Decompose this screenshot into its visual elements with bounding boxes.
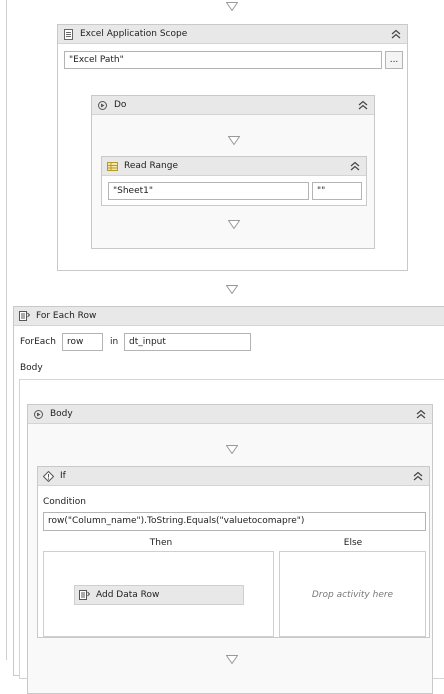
- body-sequence-header[interactable]: Body: [28, 405, 432, 424]
- drop-arrow-icon[interactable]: [226, 2, 238, 11]
- sequence-icon: [97, 100, 108, 111]
- excel-scope-title: Excel Application Scope: [80, 29, 188, 39]
- body-label: Body: [20, 363, 43, 373]
- collapse-chevron-icon[interactable]: [350, 161, 360, 171]
- collapse-chevron-icon[interactable]: [391, 29, 401, 39]
- range-input[interactable]: "": [312, 182, 362, 200]
- then-drop-zone[interactable]: Add Data Row: [43, 551, 274, 637]
- read-range-title: Read Range: [124, 161, 178, 171]
- condition-input[interactable]: row("Column_name").ToString.Equals("valu…: [43, 512, 426, 531]
- else-label: Else: [343, 538, 363, 548]
- if-decision-icon: [42, 470, 55, 482]
- read-range-header[interactable]: Read Range: [102, 157, 366, 176]
- sequence-icon: [33, 409, 44, 420]
- in-label: in: [110, 337, 119, 347]
- do-header[interactable]: Do: [92, 96, 374, 115]
- do-sequence[interactable]: Do Read Range "Sheet1" "": [91, 95, 375, 249]
- collapse-chevron-icon[interactable]: [416, 409, 426, 419]
- drop-arrow-icon[interactable]: [228, 136, 240, 145]
- for-each-icon: [19, 310, 31, 322]
- if-header[interactable]: If: [38, 467, 429, 486]
- add-data-row-activity[interactable]: Add Data Row: [74, 585, 244, 605]
- for-each-row-activity[interactable]: For Each Row ForEach row in dt_input Bod…: [13, 306, 444, 694]
- excel-application-scope[interactable]: Excel Application Scope "Excel Path" ...…: [57, 24, 408, 271]
- add-data-row-title: Add Data Row: [96, 590, 160, 600]
- drop-activity-placeholder: Drop activity here: [311, 590, 394, 600]
- collection-input[interactable]: dt_input: [124, 333, 251, 351]
- collapse-chevron-icon[interactable]: [413, 471, 423, 481]
- do-title: Do: [114, 100, 127, 110]
- foreach-item-input[interactable]: row: [62, 333, 103, 351]
- drop-arrow-icon[interactable]: [228, 220, 240, 229]
- excel-document-icon: [63, 28, 74, 40]
- for-each-row-title: For Each Row: [36, 311, 97, 321]
- sheet-name-input[interactable]: "Sheet1": [108, 182, 309, 200]
- drop-arrow-icon[interactable]: [226, 285, 238, 294]
- foreach-label: ForEach: [20, 337, 56, 347]
- browse-button[interactable]: ...: [385, 51, 403, 69]
- condition-label: Condition: [43, 497, 86, 507]
- for-each-row-header[interactable]: For Each Row: [14, 307, 444, 326]
- if-activity[interactable]: If Condition row("Column_name").ToString…: [37, 466, 430, 638]
- then-label: Then: [149, 538, 173, 548]
- add-data-row-icon: [79, 589, 91, 601]
- else-drop-zone[interactable]: Drop activity here: [279, 551, 426, 637]
- read-range-table-icon: [107, 161, 118, 172]
- body-sequence-title: Body: [50, 409, 73, 419]
- collapse-chevron-icon[interactable]: [358, 100, 368, 110]
- for-each-body-container[interactable]: Body If Condition: [19, 379, 444, 694]
- drop-arrow-icon[interactable]: [226, 445, 238, 454]
- if-title: If: [60, 471, 66, 481]
- body-sequence[interactable]: Body If Condition: [27, 404, 433, 694]
- excel-scope-header[interactable]: Excel Application Scope: [58, 25, 407, 44]
- read-range-activity[interactable]: Read Range "Sheet1" "": [101, 156, 367, 206]
- excel-path-input[interactable]: "Excel Path": [64, 51, 382, 69]
- outer-sequence-line: [6, 0, 7, 660]
